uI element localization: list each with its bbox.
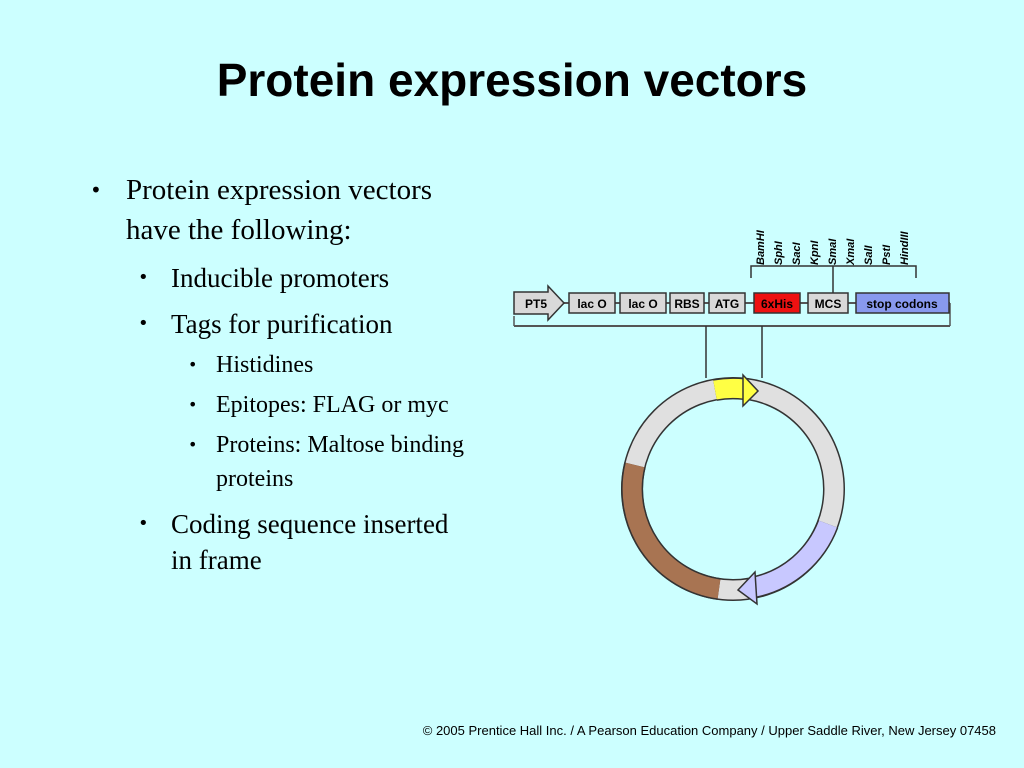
bullet-dot-icon: • [188,395,198,414]
mcs-label: MCS [815,297,842,311]
copyright-footer: © 2005 Prentice Hall Inc. / A Pearson Ed… [422,723,996,738]
lavender-arrowhead-icon [736,570,758,606]
pt5-label: PT5 [525,297,547,311]
stop-codons-label: stop codons [866,297,938,311]
site-sali: SalI [863,244,875,265]
lac-o-box-2 [619,292,667,314]
site-xmai: XmaI [845,238,857,266]
stop-codons-box [855,292,950,314]
bullet-dot-icon: • [138,313,149,334]
bullet-main: • Protein expression vectors have the fo… [86,170,476,250]
rbs-label: RBS [674,297,699,311]
bullet-histidines-text: Histidines [216,352,314,378]
bullet-tags-text: Tags for purification [171,309,393,339]
bullet-proteins-text: Proteins: Maltose binding proteins [216,432,464,492]
site-saci: SacI [791,241,803,265]
mcs-box [807,292,849,314]
site-psti: PstI [881,244,893,265]
bullet-inducible-promoters: • Inducible promoters [86,260,476,296]
his-tag-box [753,292,801,314]
bullet-proteins: • Proteins: Maltose binding proteins [86,428,476,496]
lac-o-box-1 [568,292,616,314]
site-sphi: SphI [773,240,785,265]
bullet-coding-sequence: • Coding sequence inserted in frame [86,506,476,578]
pt5-promoter-arrow [513,284,566,322]
site-bamhi: BamHI [755,229,767,265]
lavender-segment [752,520,837,597]
rbs-box [669,292,705,314]
bullet-epitopes-text: Epitopes: FLAG or myc [216,392,449,418]
his-tag-label: 6xHis [761,297,793,311]
site-hindiii: HindIII [899,230,911,265]
yellow-segment [713,378,746,400]
bullet-dot-icon: • [188,435,198,454]
atg-label: ATG [715,297,739,311]
bullet-dot-icon: • [138,513,149,534]
expression-vector-diagram: PT5 lac O lac O RBS ATG 6xHis MCS stop c… [513,229,951,606]
site-kpni: KpnI [809,240,821,265]
slide-title: Protein expression vectors [216,54,808,106]
bullet-dot-icon: • [138,267,149,288]
bullet-dot-icon: • [90,178,102,202]
site-smai: SmaI [827,238,839,265]
lac-o-1-label: lac O [577,297,606,311]
bullet-main-text: Protein expression vectors have the foll… [126,174,433,246]
bullet-tags-for-purification: • Tags for purification [86,306,476,342]
bullet-inducible-text: Inducible promoters [171,263,390,293]
bullet-dot-icon: • [188,355,198,374]
lac-o-2-label: lac O [628,297,657,311]
bullet-coding-text: Coding sequence inserted in frame [171,509,449,575]
bullet-histidines: • Histidines [86,348,476,382]
bullet-list: • Protein expression vectors have the fo… [86,170,476,578]
brown-segment [622,462,721,599]
bullet-epitopes: • Epitopes: FLAG or myc [86,388,476,422]
yellow-arrowhead-icon [742,373,760,408]
atg-box [708,292,746,314]
